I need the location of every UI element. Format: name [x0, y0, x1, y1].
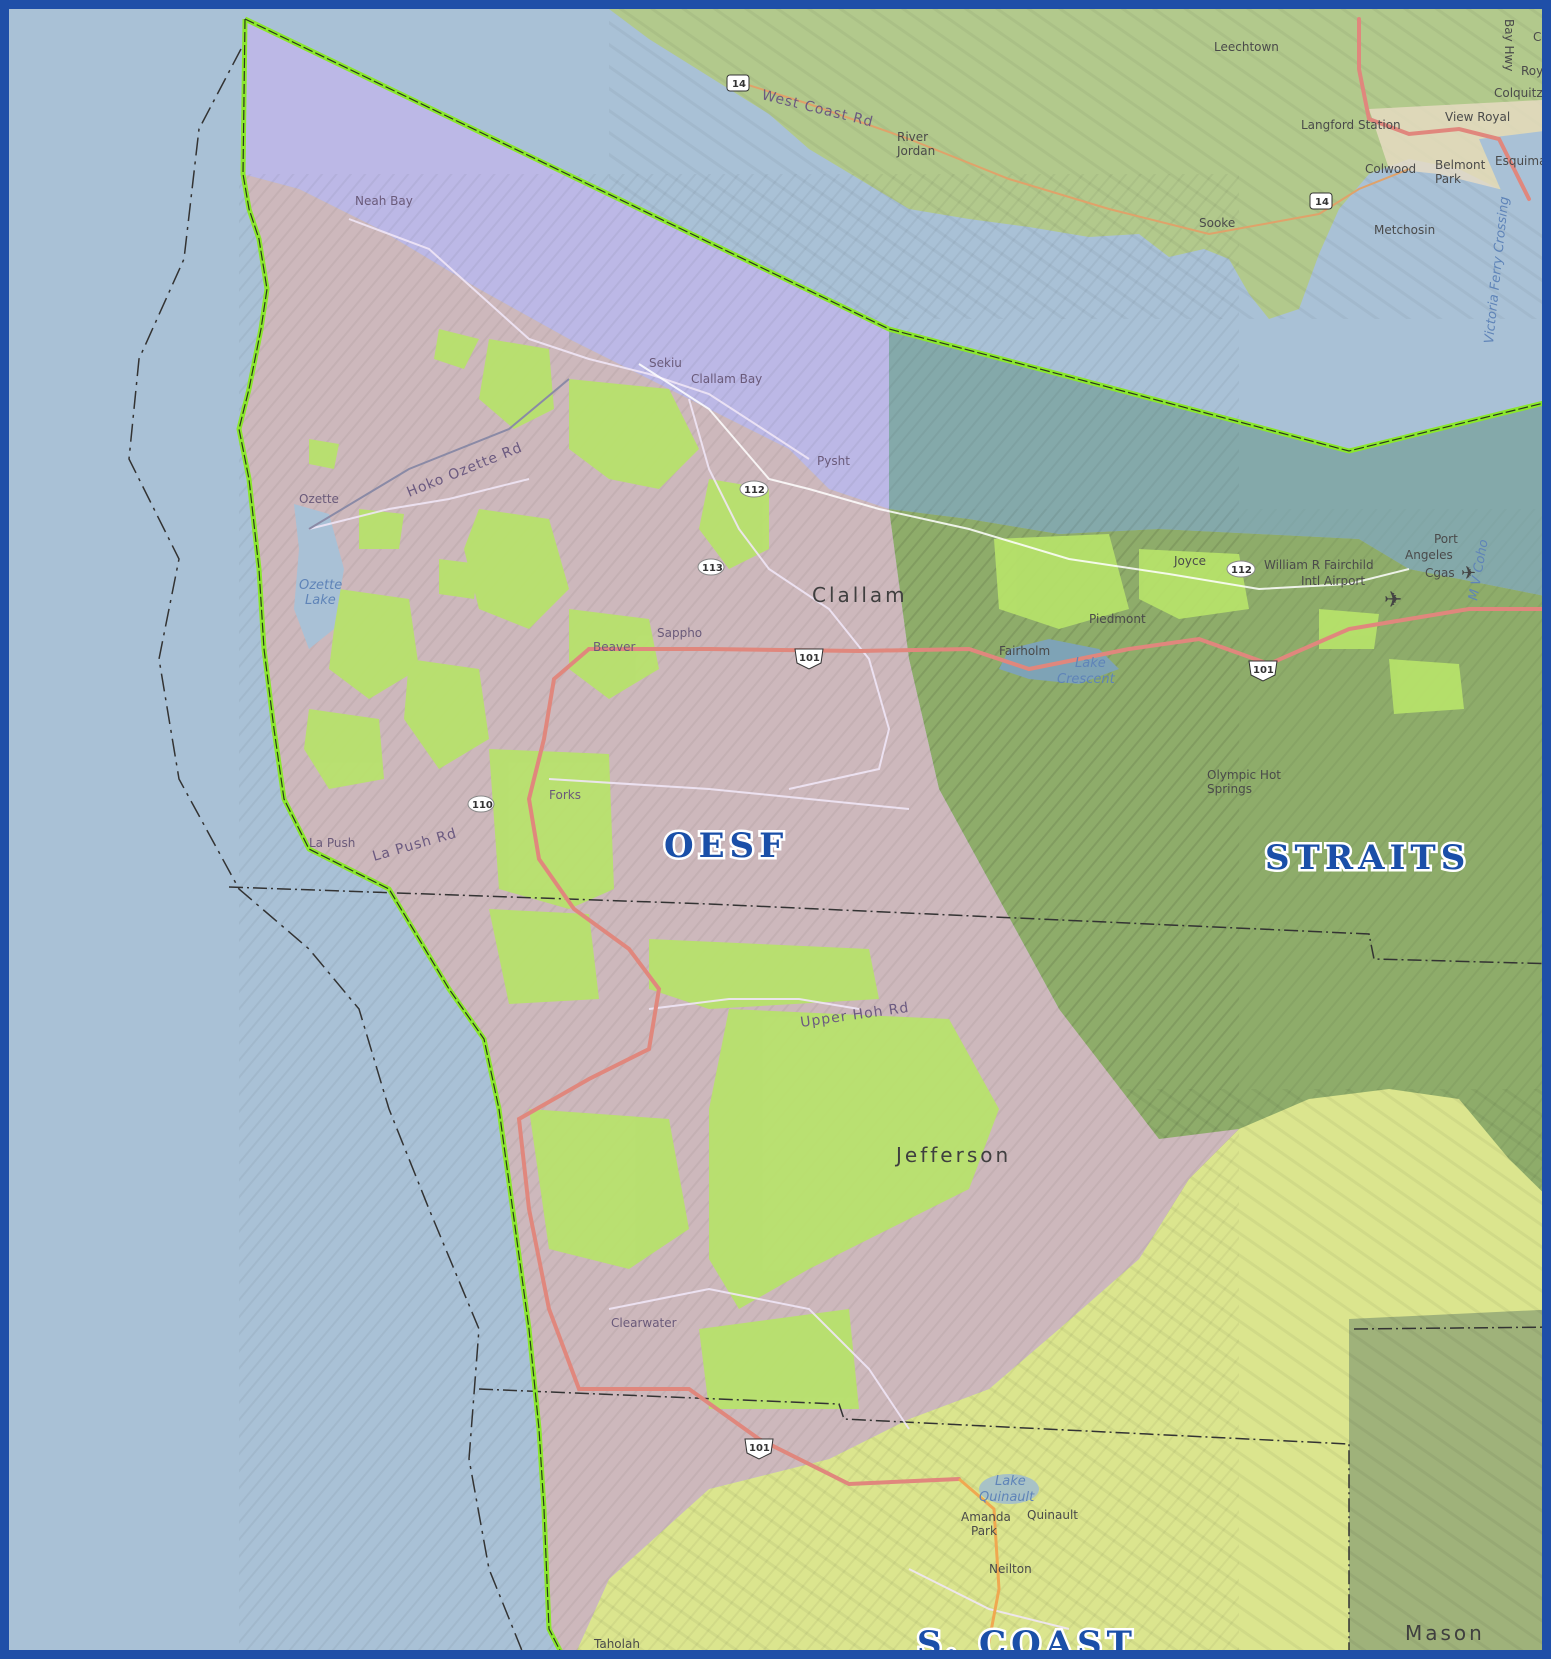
shield-us101-b: 101 [1248, 660, 1278, 682]
place-port: Port [1434, 532, 1458, 546]
place-quinault: Quinault [1027, 1508, 1078, 1522]
county-clallam: Clallam [812, 583, 908, 607]
place-belmont: Belmont [1435, 158, 1486, 172]
place-intl-airport: Intl Airport [1301, 574, 1365, 588]
shield-wa110-label: 110 [472, 800, 493, 811]
place-col: Co [1533, 30, 1549, 44]
state-trust-lands [304, 329, 1464, 1409]
shield-bc14-a: 14 [726, 74, 750, 92]
hoko-ozette-road [308, 378, 570, 530]
place-colwood: Colwood [1365, 162, 1416, 176]
place-sooke: Sooke [1199, 216, 1235, 230]
place-piedmont: Piedmont [1089, 612, 1146, 626]
shield-bc14-a-label: 14 [732, 79, 746, 90]
place-joyce: Joyce [1173, 554, 1206, 568]
place-amanda-park: Park [971, 1524, 997, 1538]
place-esquimalt: Esquima [1495, 154, 1546, 168]
international-boundary [128, 48, 523, 1650]
map-canvas[interactable]: ✈ ✈ 14 14 112 112 113 110 101 101 101 We… [9, 9, 1551, 1659]
place-ozette: Ozette [299, 492, 339, 506]
shield-wa112-a: 112 [739, 480, 769, 498]
water-lake-quinault-2: Quinault [979, 1490, 1035, 1505]
water-lake-quinault-1: Lake [995, 1474, 1026, 1489]
county-mason: Mason [1405, 1621, 1485, 1645]
water-lake-crescent-1: Lake [1075, 656, 1106, 671]
place-clearwater: Clearwater [611, 1316, 677, 1330]
place-pysht: Pysht [817, 454, 850, 468]
shield-us101-c-label: 101 [749, 1443, 770, 1454]
place-jordan: Jordan [896, 144, 935, 158]
airplane-icon: ✈ [1384, 588, 1402, 613]
place-neah-bay: Neah Bay [355, 194, 413, 208]
county-jefferson: Jefferson [894, 1143, 1011, 1167]
water-bay-hwy: Bay Hwy [1502, 19, 1516, 71]
hwy-quinault [958, 1477, 1001, 1650]
bc-hwy-14 [728, 78, 1410, 236]
place-amanda: Amanda [961, 1510, 1011, 1524]
place-view-royal: View Royal [1445, 110, 1510, 124]
place-taholah: Taholah [593, 1637, 640, 1651]
place-colquitz: Colquitz [1494, 86, 1543, 100]
minor-roads [308, 218, 1070, 1630]
place-river: River [897, 130, 928, 144]
place-springs: Springs [1207, 782, 1252, 796]
shield-bc14-b: 14 [1309, 192, 1333, 210]
place-la-push: La Push [309, 836, 355, 850]
wa-112 [638, 363, 1410, 591]
shield-wa112-a-label: 112 [744, 485, 765, 496]
shield-wa112-b-label: 112 [1231, 565, 1252, 576]
shield-wa113-label: 113 [702, 563, 723, 574]
shield-wa113: 113 [697, 558, 725, 576]
oesf-boundary-core [238, 18, 1542, 1650]
shield-us101-a: 101 [794, 648, 824, 670]
oesf-terrain [239, 174, 1239, 1650]
county-boundaries [228, 886, 1542, 1650]
place-clallam-bay: Clallam Bay [691, 372, 762, 386]
place-fairholm: Fairholm [999, 644, 1050, 658]
ozette-lake [294, 504, 344, 649]
water-ozette-lake-1: Ozette [299, 578, 342, 593]
place-cgas: Cgas [1425, 566, 1455, 580]
shield-wa112-b: 112 [1226, 560, 1256, 578]
bay-water [1479, 131, 1542, 222]
place-metchosin: Metchosin [1374, 223, 1435, 237]
shield-us101-b-label: 101 [1253, 665, 1274, 676]
place-leechtown: Leechtown [1214, 40, 1279, 54]
shield-us101-c: 101 [744, 1438, 774, 1460]
place-royal: Roya [1521, 64, 1551, 78]
region-label-straits: STRAITS [1265, 838, 1470, 878]
place-beaver: Beaver [593, 640, 635, 654]
shield-wa110: 110 [467, 795, 495, 813]
place-forks: Forks [549, 788, 581, 802]
place-olympic-hot: Olympic Hot [1207, 768, 1281, 782]
shield-us101-a-label: 101 [799, 653, 820, 664]
region-label-oesf: OESF [664, 826, 788, 866]
place-sappho: Sappho [657, 626, 702, 640]
place-langford-station: Langford Station [1301, 118, 1401, 132]
place-sekiu: Sekiu [649, 356, 682, 370]
shield-bc14-b-label: 14 [1315, 197, 1329, 208]
county-grays-harbor: Grays Harbor [616, 1648, 785, 1659]
place-william-r-fairchild: William R Fairchild [1264, 558, 1374, 572]
lake-quinault [979, 1474, 1039, 1504]
highways [516, 17, 1542, 1487]
place-neilton: Neilton [989, 1562, 1032, 1576]
region-label-s-coast: S. COAST [917, 1624, 1137, 1659]
water-ozette-lake-2: Lake [305, 593, 336, 608]
place-angeles: Angeles [1405, 548, 1453, 562]
place-park: Park [1435, 172, 1461, 186]
water-lake-crescent-2: Crescent [1057, 672, 1116, 687]
airplane-icon-cgas: ✈ [1461, 563, 1476, 584]
